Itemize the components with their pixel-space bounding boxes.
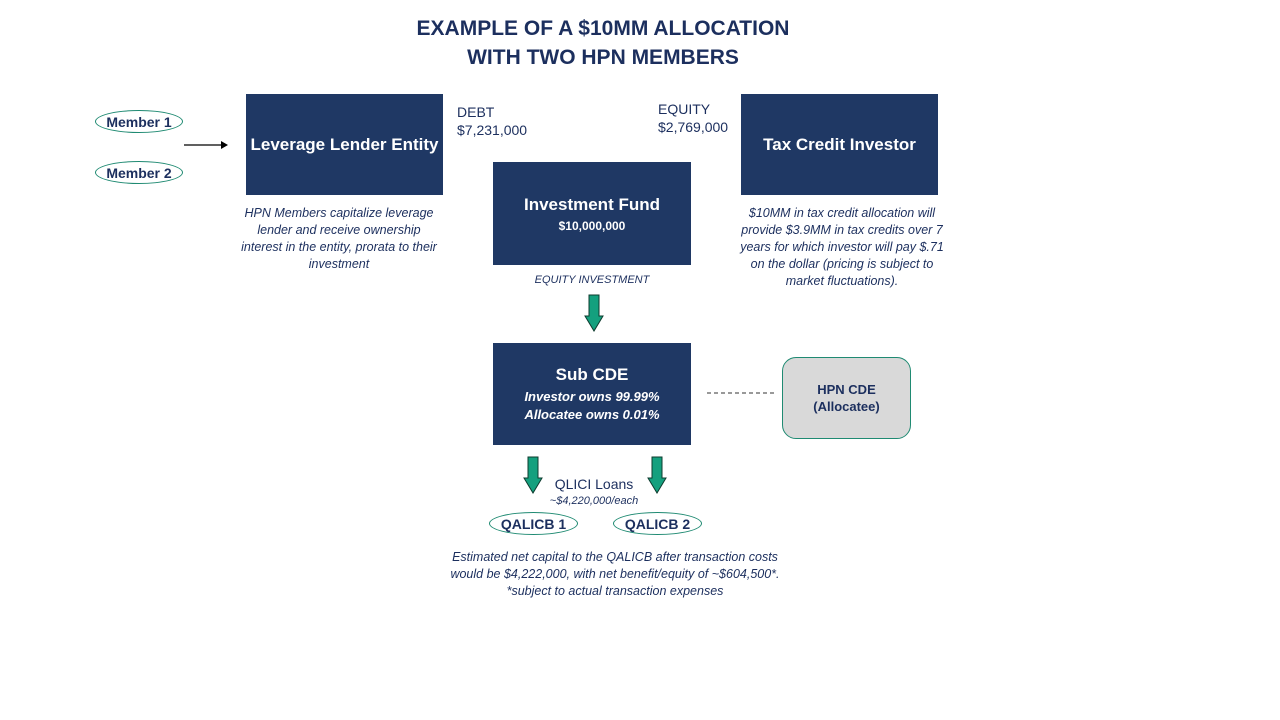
debt-label-group: DEBT $7,231,000 — [457, 103, 527, 139]
footer-note: Estimated net capital to the QALICB afte… — [410, 549, 820, 600]
hpn-cde-allocatee: (Allocatee) — [813, 399, 880, 414]
qalicb-1-oval: QALICB 1 — [489, 512, 578, 535]
equity-label-group: EQUITY $2,769,000 — [658, 100, 728, 136]
investment-fund-box: Investment Fund $10,000,000 — [493, 162, 691, 265]
page-title: EXAMPLE OF A $10MM ALLOCATION WITH TWO H… — [303, 14, 903, 72]
qlici-loans-label: QLICI Loans — [554, 476, 634, 492]
title-line-1: EXAMPLE OF A $10MM ALLOCATION — [416, 17, 790, 40]
footer-note-line-2: would be $4,222,000, with net benefit/eq… — [450, 567, 780, 581]
leverage-lender-label: Leverage Lender Entity — [250, 134, 439, 154]
sub-cde-box: Sub CDE Investor owns 99.99% Allocatee o… — [493, 343, 691, 445]
qlici-loans-amount: ~$4,220,000/each — [549, 495, 639, 507]
member-2-oval: Member 2 — [95, 161, 183, 184]
investment-fund-amount: $10,000,000 — [558, 218, 626, 233]
tax-credit-investor-box: Tax Credit Investor — [741, 94, 938, 195]
investment-fund-label: Investment Fund — [523, 194, 660, 214]
tax-credit-investor-label: Tax Credit Investor — [763, 134, 916, 154]
sub-cde-investor-share: Investor owns 99.99% — [524, 388, 660, 404]
subcde-to-qalicb2-arrow — [647, 456, 667, 494]
hpn-cde-label: HPN CDE — [817, 382, 876, 397]
fund-to-subcde-arrow — [584, 294, 604, 332]
qalicb-2-oval: QALICB 2 — [613, 512, 702, 535]
title-line-2: WITH TWO HPN MEMBERS — [467, 46, 739, 69]
footer-note-line-3: *subject to actual transaction expenses — [506, 584, 724, 598]
hpn-cde-box: HPN CDE (Allocatee) — [782, 357, 911, 439]
footer-note-line-1: Estimated net capital to the QALICB afte… — [452, 550, 778, 564]
equity-label: EQUITY — [658, 101, 711, 117]
leverage-lender-note: HPN Members capitalize leverage lender a… — [241, 206, 437, 271]
subcde-hpn-dashed-connector — [707, 392, 776, 394]
member-to-lender-arrow — [184, 141, 228, 149]
sub-cde-allocatee-share: Allocatee owns 0.01% — [524, 406, 660, 422]
subcde-to-qalicb1-arrow — [523, 456, 543, 494]
equity-amount: $2,769,000 — [658, 119, 729, 135]
debt-label: DEBT — [457, 104, 495, 120]
sub-cde-label: Sub CDE — [555, 364, 629, 384]
member-1-oval: Member 1 — [95, 110, 183, 133]
debt-amount: $7,231,000 — [457, 122, 528, 138]
tax-credit-investor-note: $10MM in tax credit allocation will prov… — [740, 206, 944, 288]
equity-investment-label: EQUITY INVESTMENT — [534, 274, 650, 286]
leverage-lender-box: Leverage Lender Entity — [246, 94, 443, 195]
